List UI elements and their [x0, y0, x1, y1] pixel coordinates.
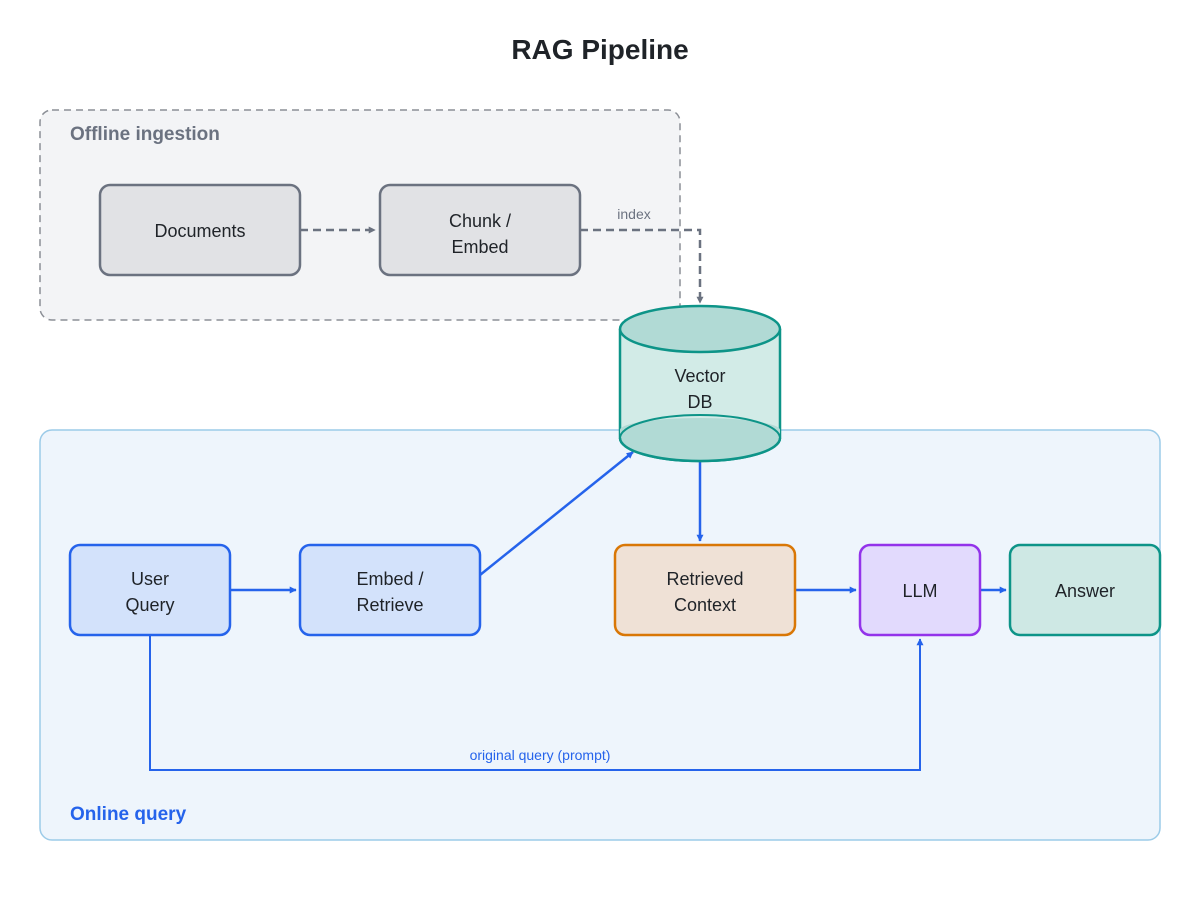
documents-label-line: Documents — [154, 221, 245, 241]
node-answer-label: Answer — [1055, 581, 1115, 601]
vector-db-top — [618, 304, 782, 354]
retrieved-context-label-line: Context — [674, 595, 736, 615]
offline-group-label: Offline ingestion — [70, 124, 220, 145]
node-answer: Answer — [1008, 543, 1162, 637]
chunk-embed-label-line: Chunk / — [449, 211, 511, 231]
edge-chunk-to-vector-db — [580, 228, 704, 304]
node-documents-label: Documents — [154, 221, 245, 241]
node-chunk-embed-label: Chunk / Embed — [449, 211, 511, 257]
user-query-label-line: User — [131, 569, 169, 589]
node-embed-retrieve-label: Embed / Retrieve — [356, 569, 423, 615]
embed-retrieve-label-line: Retrieve — [356, 595, 423, 615]
edge-label-original-query: original query (prompt) — [470, 747, 611, 763]
chunk-embed-label-line: Embed — [451, 237, 508, 257]
node-llm-label: LLM — [902, 581, 937, 601]
answer-label-line: Answer — [1055, 581, 1115, 601]
retrieved-context-label-line: Retrieved — [666, 569, 743, 589]
vector-db-bottom-band — [620, 418, 780, 461]
llm-label-line: LLM — [902, 581, 937, 601]
user-query-label-line: Query — [125, 595, 174, 615]
vector-db-bottom-rim — [618, 437, 782, 463]
offline-edges: index — [300, 206, 704, 304]
vector-db-label-line: Vector — [674, 366, 725, 386]
diagram-title: RAG Pipeline — [511, 34, 688, 65]
node-documents: Documents — [98, 183, 302, 277]
vector-db-label-line: DB — [687, 392, 712, 412]
online-group-frame — [39, 429, 1161, 841]
vector-db-inner-edge — [619, 414, 781, 439]
edge-embed-to-vector-db — [479, 451, 634, 576]
node-chunk-embed: Chunk / Embed — [378, 183, 582, 277]
edge-user-query-to-llm — [149, 635, 924, 771]
embed-retrieve-label-line: Embed / — [356, 569, 423, 589]
online-group-label: Online query — [70, 804, 187, 825]
edge-label-index: index — [617, 206, 650, 222]
node-embed-retrieve: Embed / Retrieve — [298, 543, 482, 637]
node-llm: LLM — [858, 543, 982, 637]
online-query-group: Online query — [39, 429, 1161, 841]
